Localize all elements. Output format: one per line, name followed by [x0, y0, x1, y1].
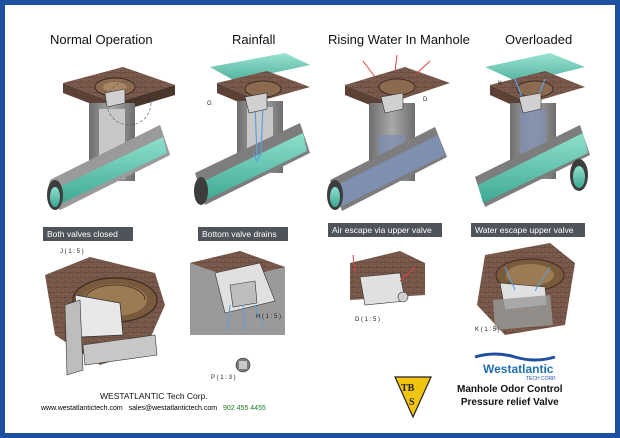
- stage-normal-illustration: [47, 67, 175, 210]
- detail-j-illustration: [45, 257, 165, 376]
- stage-title-rising-water: Rising Water In Manhole: [328, 32, 470, 47]
- manhole-illustrations: Westatlantic TECH CORP. TB S: [45, 53, 590, 419]
- stage-title-overloaded: Overloaded: [505, 32, 573, 47]
- callout-d: D: [423, 97, 428, 103]
- stage-title-normal: Normal Operation: [50, 32, 153, 47]
- stage-title-rainfall: Rainfall: [232, 32, 276, 47]
- website-link[interactable]: www.westatlantictech.com: [41, 405, 123, 412]
- detail-label-h: H ( 1 : 5 ): [256, 314, 282, 320]
- westatlantic-logo: Westatlantic TECH CORP.: [474, 352, 556, 382]
- callout-k: K: [498, 81, 503, 87]
- stage-overloaded-illustration: [475, 53, 590, 207]
- detail-label-d: D ( 1 : 5 ): [355, 317, 381, 323]
- detail-label-p: P ( 1 : 3 ): [211, 375, 236, 381]
- drawing-sheet: Westatlantic TECH CORP. TB S Normal Oper…: [5, 5, 615, 433]
- product-title-line2: Pressure relief Valve: [460, 397, 559, 408]
- caption-rainfall: Bottom valve drains: [198, 227, 288, 241]
- callout-g: G: [207, 101, 212, 107]
- contact-line: www.westatlantictech.com sales@westatlan…: [41, 405, 270, 412]
- detail-h-illustration: [190, 251, 285, 373]
- detail-label-j: J ( 1 : 5 ): [60, 249, 84, 255]
- detail-label-k: K ( 1 : 5 ): [475, 327, 500, 333]
- caption-rising-water: Air escape via upper valve: [328, 223, 442, 237]
- product-title: Manhole Odor Control Pressure relief Val…: [457, 383, 563, 409]
- stage-rainfall-illustration: [194, 53, 310, 205]
- product-title-line1: Manhole Odor Control: [457, 384, 563, 395]
- company-name: WESTATLANTIC Tech Corp.: [100, 391, 208, 401]
- svg-text:S: S: [409, 397, 415, 408]
- svg-text:TB: TB: [401, 383, 415, 394]
- logo-brand: Westatlantic: [483, 362, 554, 376]
- tbs-logo: TB S: [394, 376, 432, 419]
- caption-overloaded: Water escape upper valve: [471, 223, 585, 237]
- detail-d-illustration: [350, 251, 425, 306]
- phone-number: 902 455 4455: [223, 405, 266, 412]
- caption-normal: Both valves closed: [43, 227, 133, 241]
- detail-k-illustration: [477, 243, 575, 335]
- email-link[interactable]: sales@westatlantictech.com: [128, 405, 218, 412]
- logo-sub: TECH CORP.: [526, 376, 556, 382]
- stage-rising-water-illustration: [327, 54, 450, 211]
- callout-j: J: [147, 97, 150, 103]
